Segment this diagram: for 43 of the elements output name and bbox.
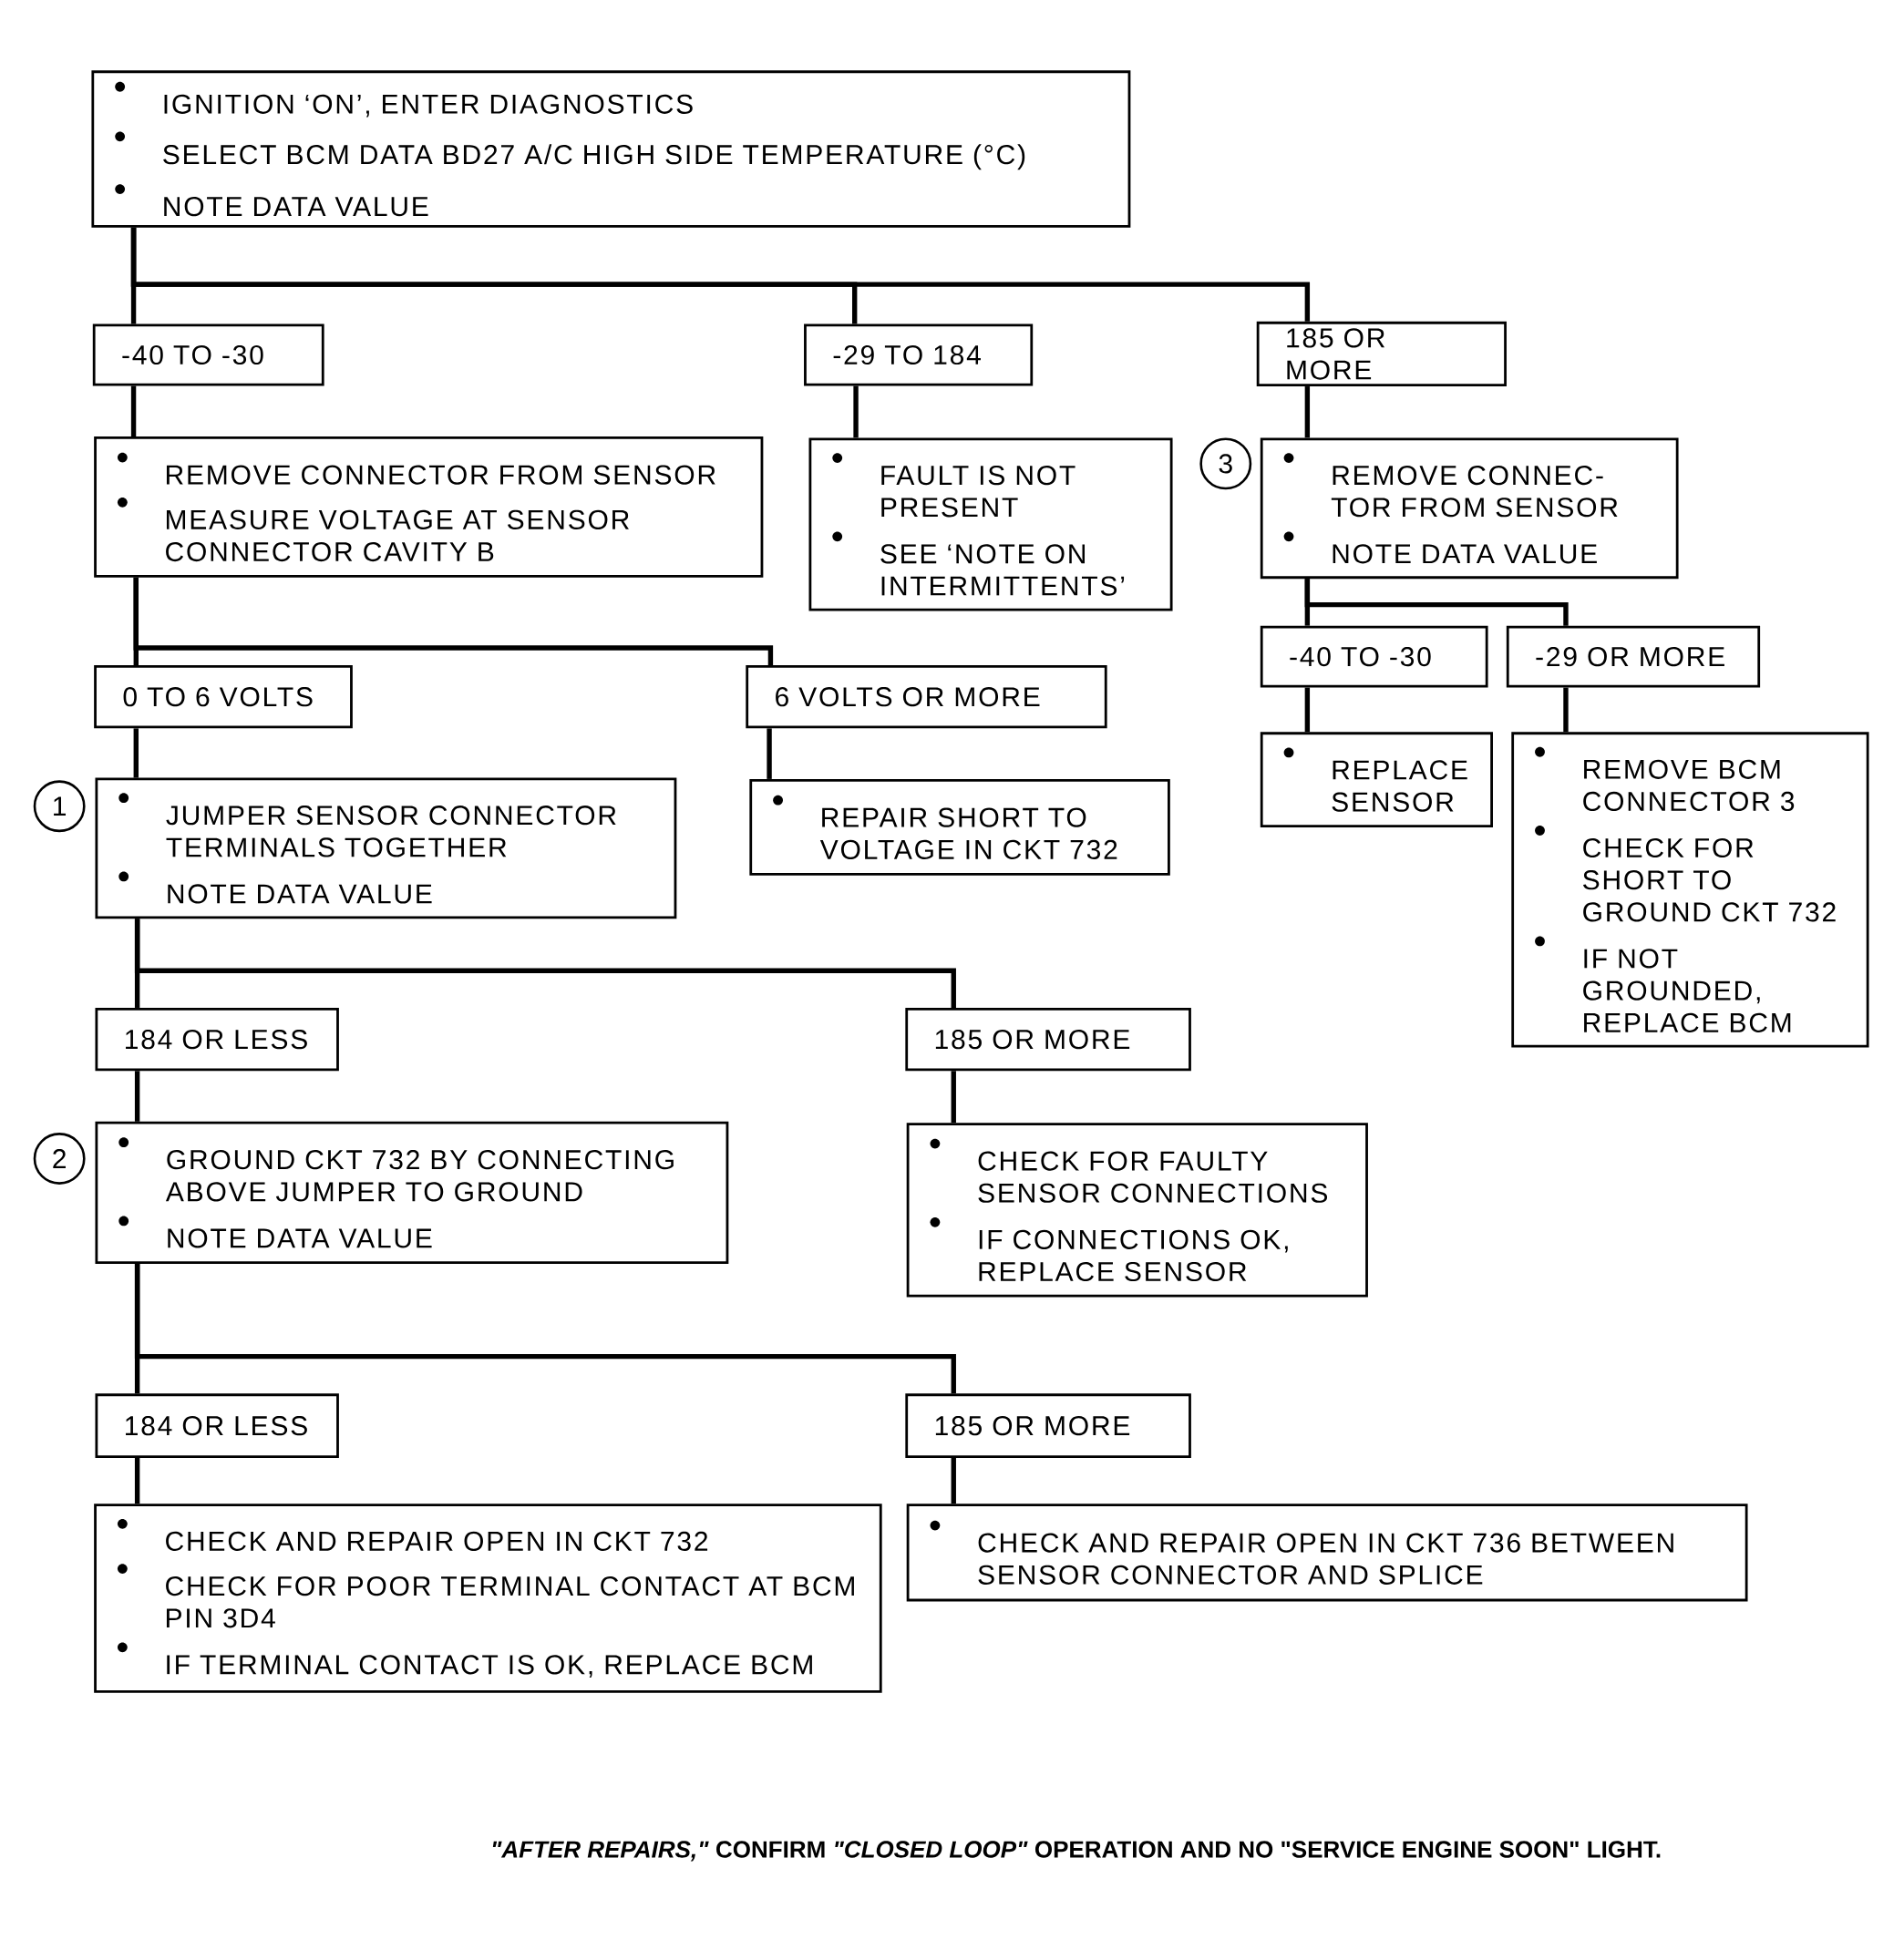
instruction-box: IGNITION ‘ON’, ENTER DIAGNOSTICS SELECT BCM DATA BD27 A/C HIGH SIDE TEMPERATURE (°C) NOTE DATA VALUE xyxy=(91,70,1131,228)
instruction-box: JUMPER SENSOR CONNECTOR TERMINALS TOGETHER NOTE DATA VALUE xyxy=(95,777,677,919)
caption-text: "AFTER REPAIRS," CONFIRM "CLOSED LOOP" OPERATION AND NO "SERVICE ENGINE SOON" LIGHT. xyxy=(492,1841,1661,1862)
connector-line xyxy=(134,1458,140,1504)
value-box: -29 OR MORE xyxy=(1506,625,1761,688)
value-box: 6 VOLTS OR MORE xyxy=(746,665,1107,729)
instruction-box: REMOVE BCM CONNECTOR 3 CHECK FOR SHORT TO GROUND CKT 732 IF NOT GROUNDED, REPLACE BCM xyxy=(1511,732,1869,1048)
instruction-box: REPAIR SHORT TO VOLTAGE IN CKT 732 xyxy=(749,778,1170,876)
instruction-box: CHECK AND REPAIR OPEN IN CKT 732 CHECK FOR POOR TERMINAL CONTACT AT BCM PIN 3D4 IF TERMINAL CONTACT IS OK, REPLACE BCM xyxy=(94,1504,882,1693)
value-box: -40 TO -30 xyxy=(92,323,324,386)
value-box: 0 TO 6 VOLTS xyxy=(94,665,353,729)
connector-line xyxy=(134,919,956,1008)
value-box: 185 OR MORE xyxy=(905,1393,1191,1458)
value-box: 185 OR MORE xyxy=(1256,321,1507,387)
connector-line xyxy=(130,227,1311,322)
instruction-box: CHECK AND REPAIR OPEN IN CKT 736 BETWEEN SENSOR CONNECTOR AND SPLICE xyxy=(906,1504,1748,1602)
value-box: -29 TO 184 xyxy=(804,323,1034,386)
connector-line xyxy=(1304,687,1311,733)
connector-line xyxy=(133,728,139,778)
connector-line xyxy=(853,385,859,438)
connector-line xyxy=(1304,579,1569,626)
instruction-box: CHECK FOR FAULTY SENSOR CONNECTIONS IF CONNECTIONS OK, REPLACE SENSOR xyxy=(906,1123,1368,1298)
connector-line xyxy=(134,1263,956,1394)
instruction-box: REMOVE CONNEC- TOR FROM SENSOR NOTE DATA VALUE xyxy=(1260,437,1679,580)
instruction-box: REMOVE CONNECTOR FROM SENSOR MEASURE VOLTAGE AT SENSOR CONNECTOR CAVITY B xyxy=(94,436,764,578)
instruction-box: GROUND CKT 732 BY CONNECTING ABOVE JUMPER TO GROUND NOTE DATA VALUE xyxy=(95,1121,729,1264)
instruction-box: FAULT IS NOT PRESENT SEE ‘NOTE ON INTERMITTENTS’ xyxy=(808,437,1173,611)
connector-line xyxy=(1304,386,1311,438)
connector-line xyxy=(130,385,137,437)
connector-line xyxy=(1563,687,1569,733)
connector-line xyxy=(767,728,772,779)
callout-number: 3 xyxy=(1199,437,1252,490)
connector-line xyxy=(951,1458,956,1504)
value-box: 184 OR LESS xyxy=(95,1007,339,1072)
callout-number: 2 xyxy=(33,1133,86,1185)
callout-number: 1 xyxy=(33,780,86,833)
value-box: 185 OR MORE xyxy=(905,1007,1191,1072)
value-box: -40 TO -30 xyxy=(1260,625,1488,688)
connector-line xyxy=(134,1071,140,1122)
instruction-box: REPLACE SENSOR xyxy=(1260,732,1493,827)
connector-line xyxy=(133,577,774,666)
connector-line xyxy=(951,1071,956,1124)
value-box: 184 OR LESS xyxy=(95,1393,339,1458)
